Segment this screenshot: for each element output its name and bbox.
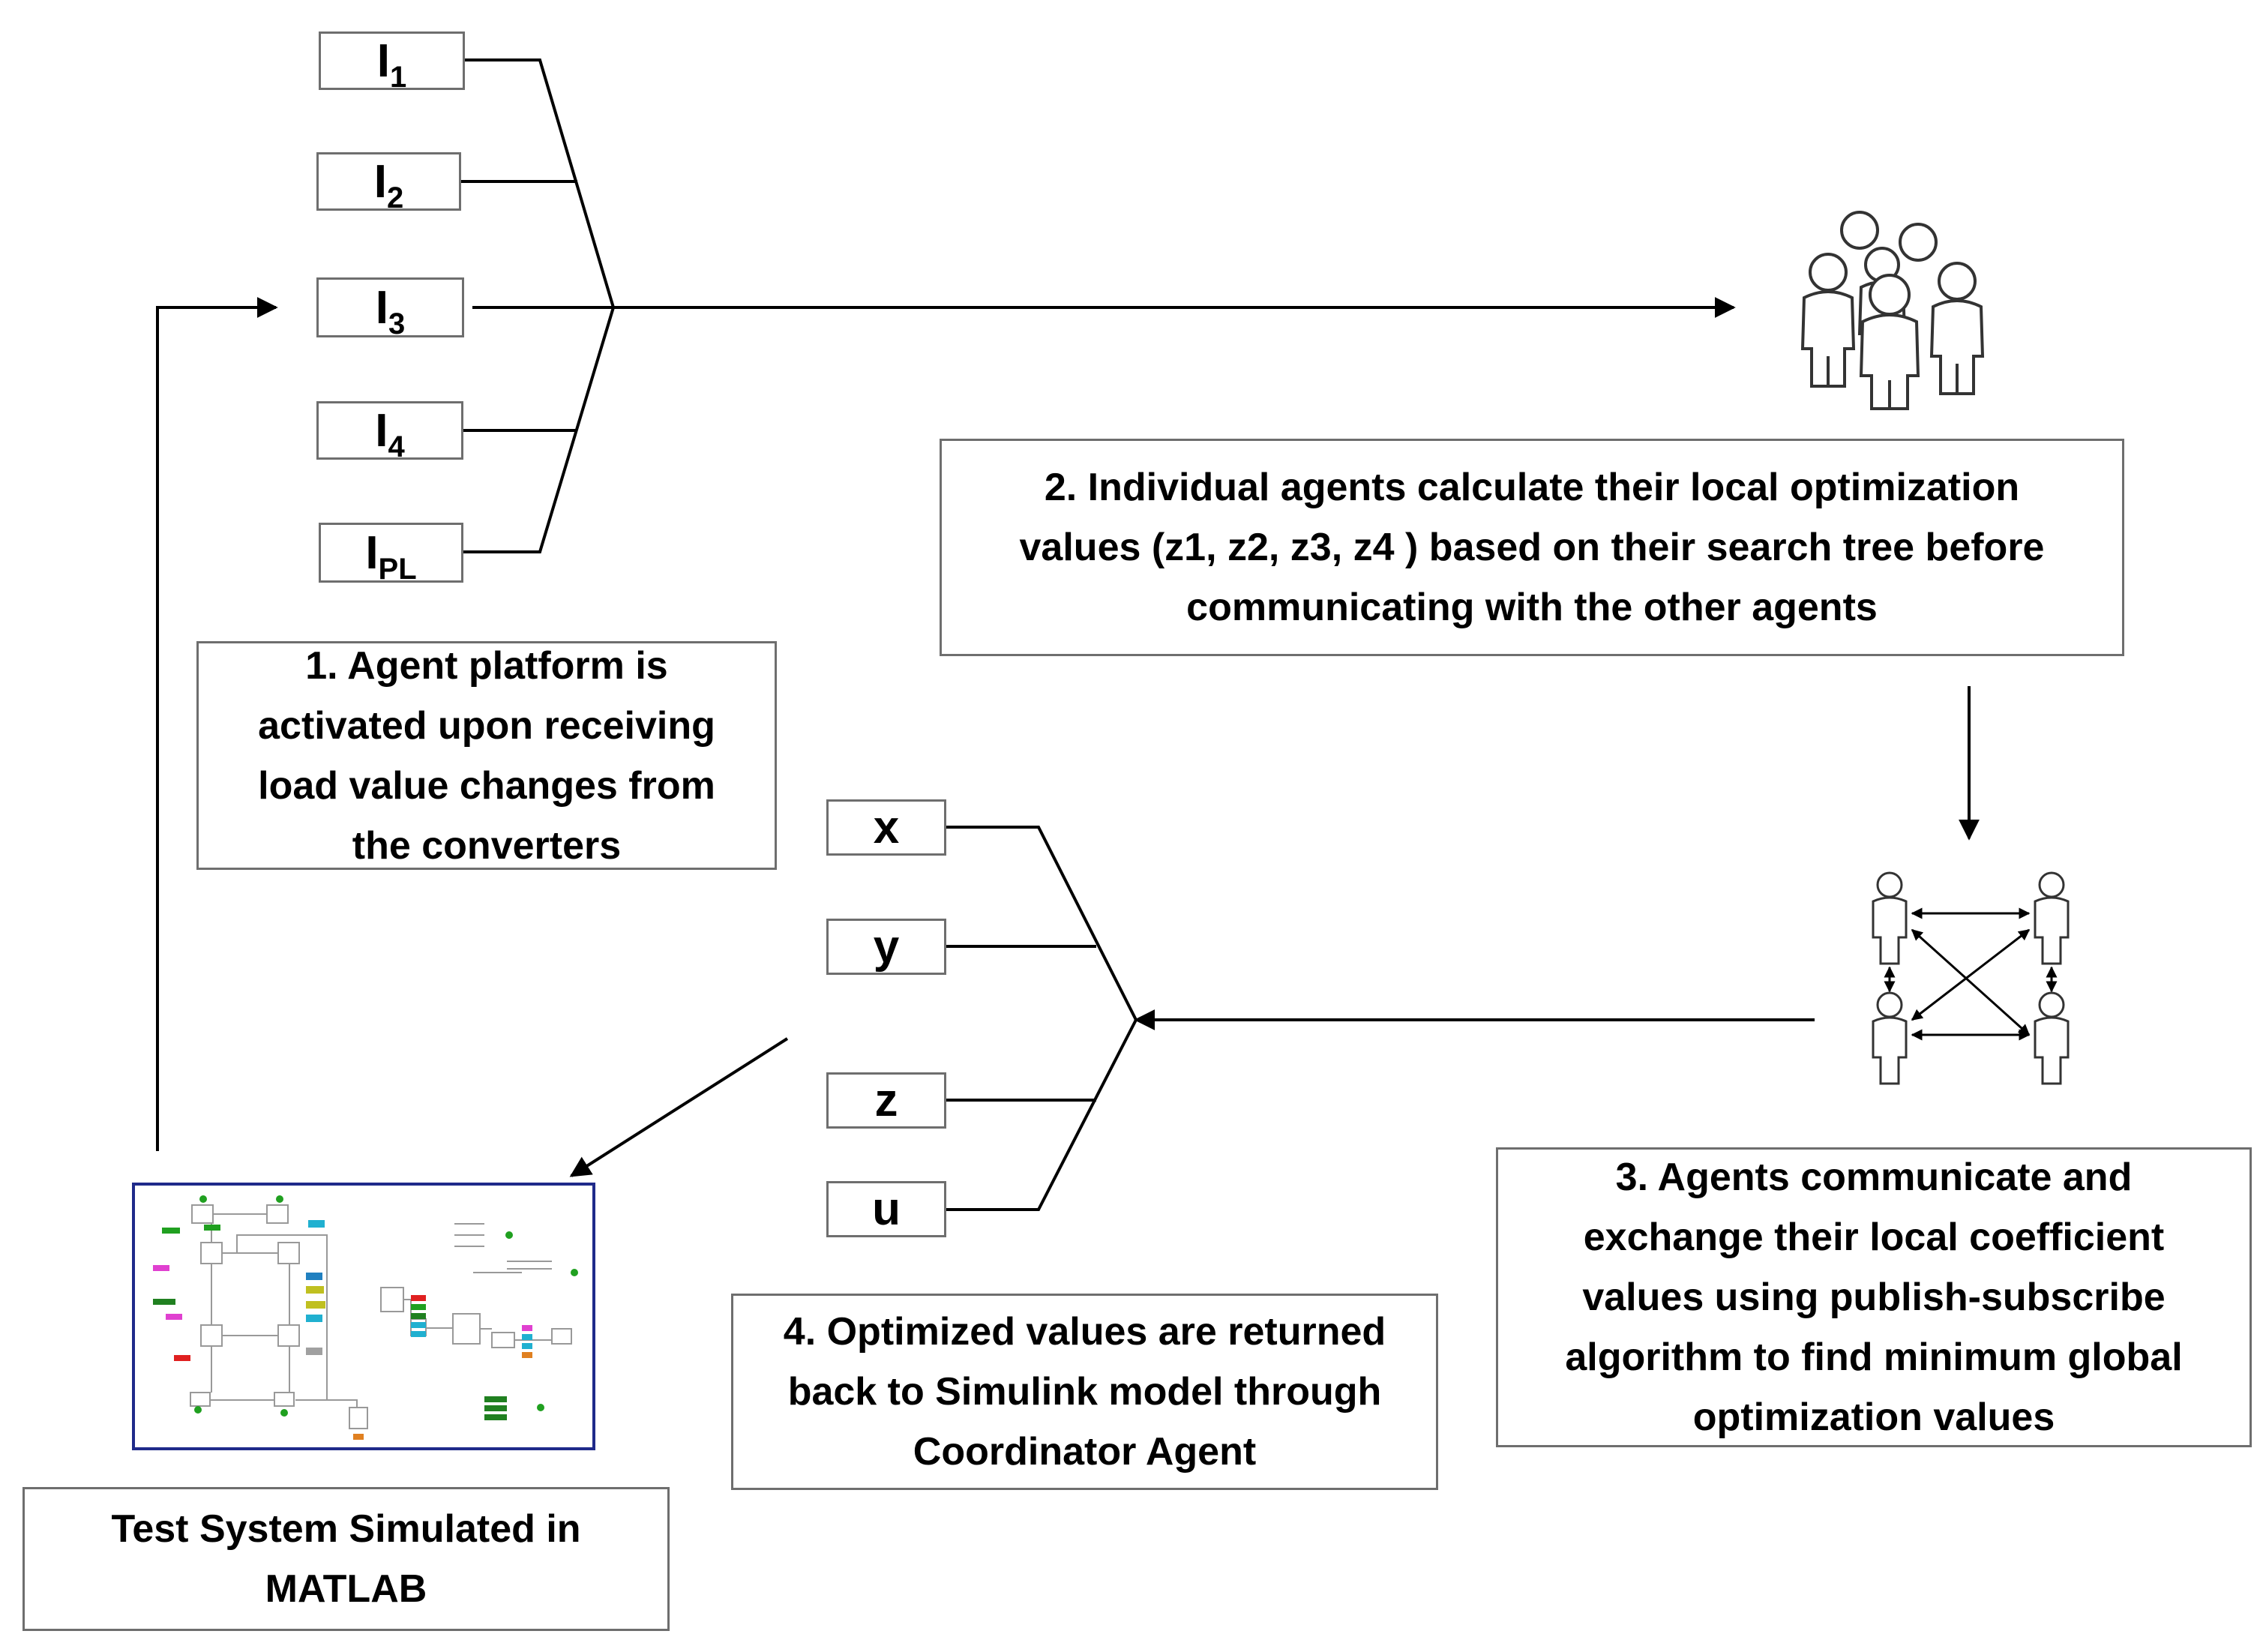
agent-icon — [2034, 871, 2070, 965]
agent-icon — [1872, 871, 1908, 965]
input-label: I4 — [375, 404, 405, 463]
bus-line-ipl — [463, 307, 615, 553]
bus-line-u — [946, 1019, 1137, 1211]
input-box-i2: I2 — [316, 152, 461, 214]
bus-line-i1 — [465, 58, 615, 308]
arrow-feedback — [156, 297, 278, 1151]
input-label: I2 — [373, 155, 404, 214]
simulink-model-thumbnail — [132, 1183, 595, 1450]
input-label: IPL — [365, 526, 417, 586]
input-box-i1: I1 — [319, 31, 465, 94]
people-group-icon — [1800, 211, 1985, 410]
step2-text: 2. Individual agents calculate their loc… — [1019, 466, 2045, 629]
input-box-ipl: IPL — [319, 523, 463, 586]
test-system-text: Test System Simulated in MATLAB — [111, 1507, 581, 1611]
arrow-to-model — [569, 1037, 789, 1177]
output-label: y — [873, 921, 900, 973]
step4-text: 4. Optimized values are returned back to… — [783, 1310, 1386, 1474]
output-box-y: y — [826, 919, 946, 975]
step2-box: 2. Individual agents calculate their loc… — [940, 439, 2124, 656]
output-box-z: z — [826, 1072, 946, 1129]
input-box-i4: I4 — [316, 401, 463, 463]
output-label: u — [872, 1183, 901, 1235]
output-box-x: x — [826, 799, 946, 856]
output-label: x — [873, 802, 900, 853]
input-label: I3 — [375, 281, 406, 340]
agent-network-icon — [1872, 871, 2070, 1085]
input-box-i3: I3 — [316, 277, 464, 340]
agent-icon — [1872, 991, 1908, 1085]
test-system-box: Test System Simulated in MATLAB — [22, 1487, 670, 1631]
step3-box: 3. Agents communicate and exchange their… — [1496, 1147, 2252, 1447]
step1-box: 1. Agent platform is activated upon rece… — [196, 641, 777, 870]
agent-icon — [2034, 991, 2070, 1085]
step3-text: 3. Agents communicate and exchange their… — [1565, 1156, 2183, 1439]
step1-text: 1. Agent platform is activated upon rece… — [258, 643, 715, 868]
output-label: z — [874, 1075, 898, 1126]
bus-line-x — [946, 826, 1137, 1021]
step4-box: 4. Optimized values are returned back to… — [731, 1294, 1438, 1490]
output-box-u: u — [826, 1181, 946, 1237]
input-label: I1 — [376, 34, 407, 94]
